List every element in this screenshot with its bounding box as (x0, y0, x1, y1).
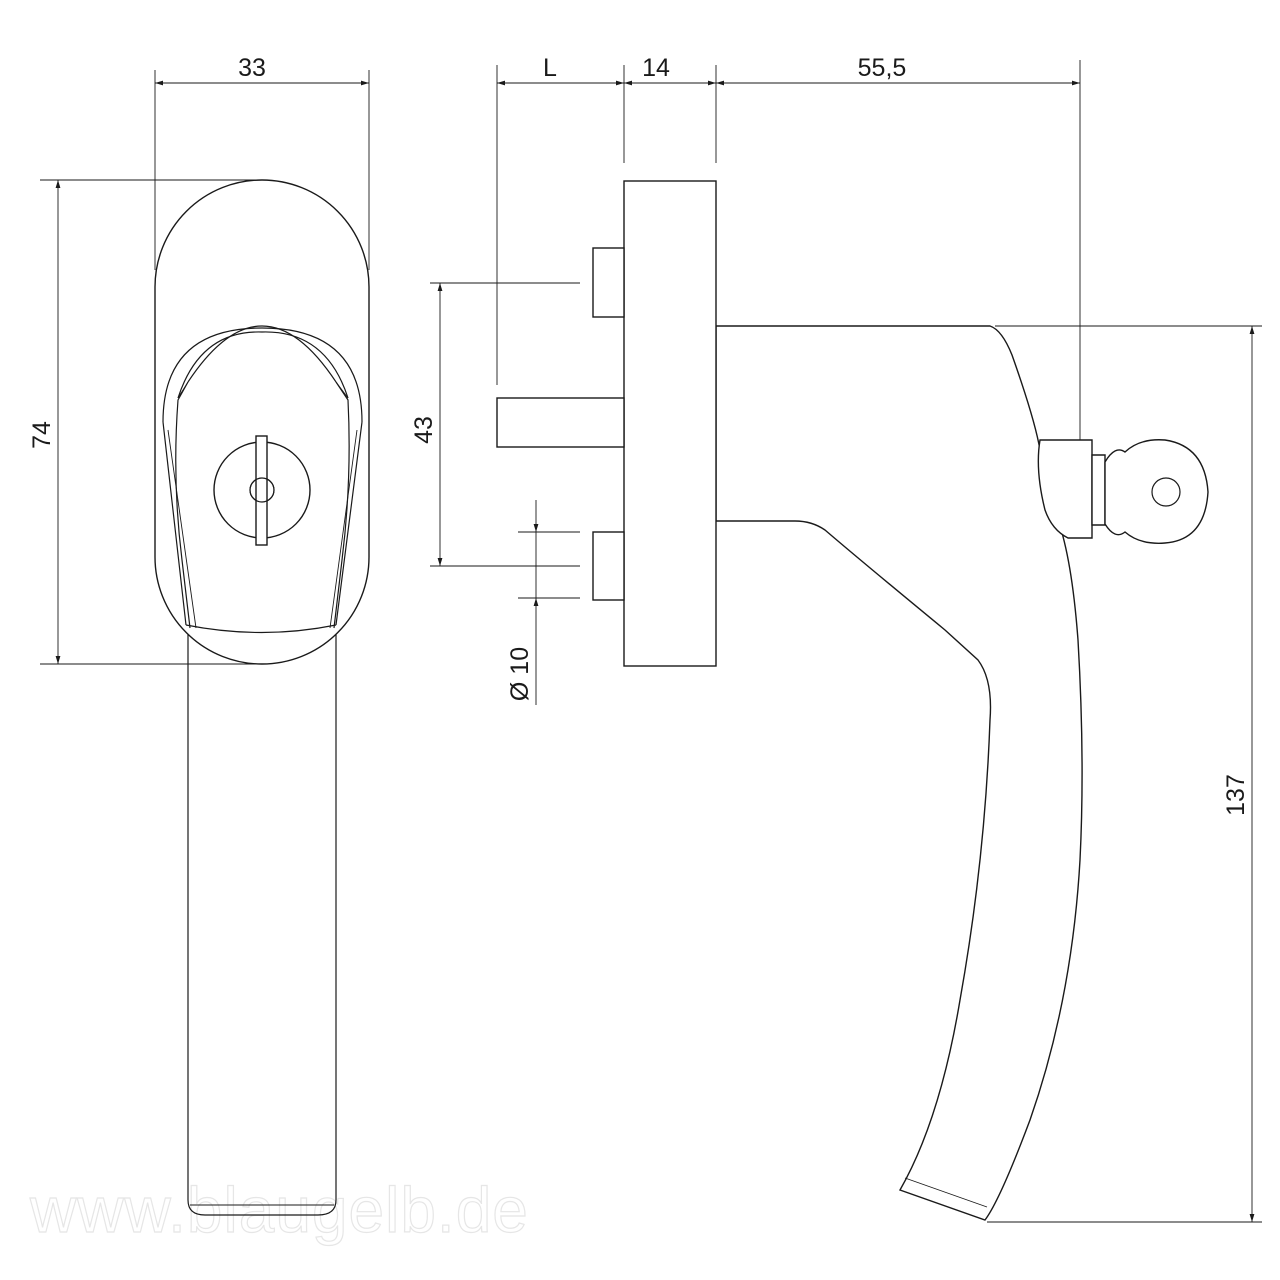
watermark: www.blaugelb.de (29, 1174, 529, 1246)
key-lock-cylinder-icon (213, 435, 311, 546)
dimension-spindle-length: L (497, 54, 624, 86)
dimension-label-14: 14 (642, 54, 670, 82)
dimension-label-43: 43 (410, 416, 438, 444)
side-key-cylinder (1037, 439, 1209, 544)
screw-boss-bottom (592, 531, 625, 601)
dimension-label-L: L (543, 54, 557, 82)
dimension-label-55-5: 55,5 (858, 54, 907, 82)
key-bow-hole-icon (1151, 477, 1181, 507)
dimension-label-74: 74 (28, 421, 56, 449)
dimension-handle-length: 137 (987, 325, 1262, 1223)
dimension-label-33: 33 (238, 54, 266, 82)
spindle (496, 397, 625, 448)
dimension-rosette-width: 33 (154, 54, 370, 270)
dimension-screw-spacing: 43 (410, 282, 580, 567)
front-handle-neck (162, 325, 363, 634)
dimension-handle-projection: 55,5 (716, 54, 1080, 86)
dimension-rosette-depth: 14 (624, 54, 716, 86)
screw-boss-top (592, 247, 625, 318)
dimension-screw-diameter: Ø 10 (506, 500, 580, 705)
front-rosette (154, 179, 370, 665)
side-handle-lever (715, 325, 1083, 1221)
side-rosette (623, 180, 717, 667)
front-view: 33 74 (28, 54, 370, 1216)
front-handle-bar (187, 610, 337, 1216)
dimension-label-diameter-10: Ø 10 (506, 647, 534, 701)
dimension-rosette-height: 74 (28, 179, 262, 665)
side-view: L 14 55,5 43 Ø 10 (410, 54, 1262, 1223)
dimension-label-137: 137 (1222, 774, 1250, 816)
